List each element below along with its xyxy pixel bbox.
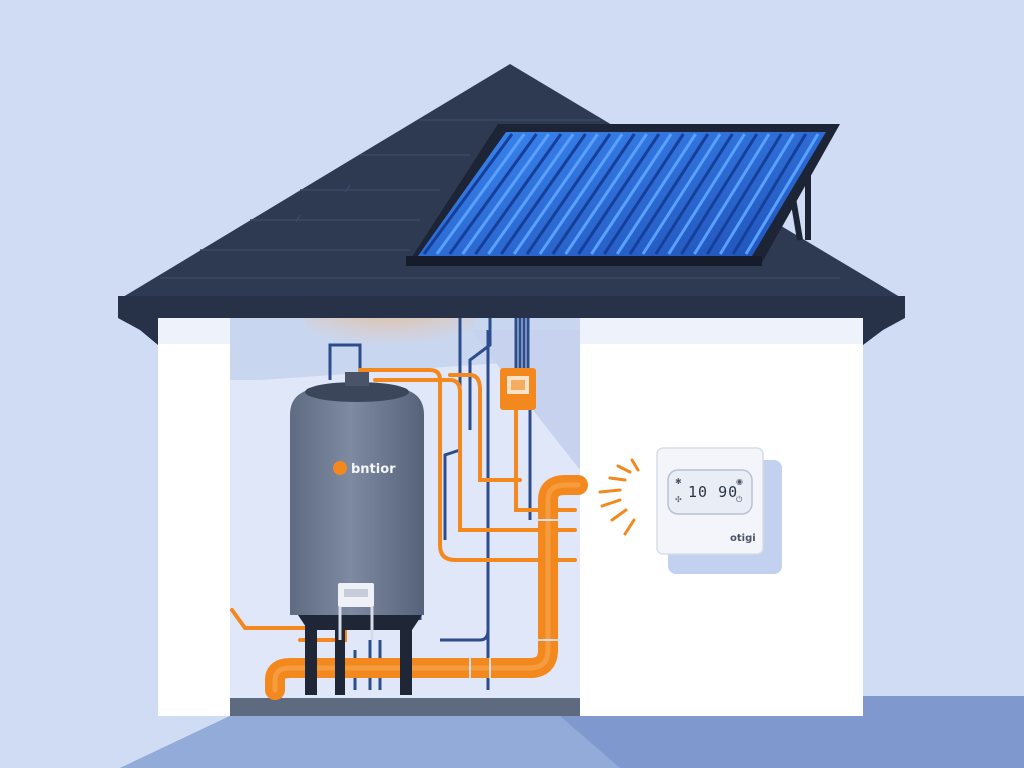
fan-icon: ✣: [675, 495, 682, 504]
thermostat-brand-label: otigi: [730, 533, 756, 544]
tank-leg-mid: [335, 620, 345, 695]
tank-logo-icon: [333, 461, 347, 475]
solar-tube: [487, 133, 575, 255]
thermostat: ✱ ◉ ✣ ⏻ 10 90 otigi: [656, 447, 782, 574]
solar-tube: [603, 133, 685, 255]
solar-tube: [474, 133, 563, 255]
solar-tube: [435, 133, 526, 255]
snowflake-icon: ✱: [675, 477, 682, 486]
tank-leg-right: [400, 615, 412, 695]
thermostat-screen: [667, 469, 753, 515]
water-tank: bntior: [290, 372, 424, 695]
ground-shadow-light: [120, 716, 620, 768]
solar-tube: [422, 133, 514, 255]
tank-brand-label: bntior: [351, 462, 396, 477]
wireless-signal-icon: [598, 458, 640, 536]
controller-box: [500, 368, 536, 410]
solar-tube: [512, 133, 599, 255]
power-icon: ⏻: [736, 495, 743, 504]
roof-eave: [118, 296, 905, 318]
solar-tube: [461, 133, 550, 255]
solar-collector: [406, 124, 840, 266]
thermostat-display: 10 90: [688, 483, 738, 501]
solar-tube: [706, 133, 783, 255]
solar-tubes: [422, 133, 820, 255]
solar-tube: [744, 133, 820, 255]
solar-tube: [693, 133, 771, 255]
house-wall-left: [158, 318, 230, 716]
solar-tube: [590, 133, 673, 255]
solar-tube: [564, 133, 648, 255]
solar-tube: [615, 133, 697, 255]
solar-tube: [641, 133, 722, 255]
solar-tube: [718, 133, 795, 255]
solar-tube: [577, 133, 661, 255]
main-hot-pipe: [265, 475, 588, 700]
roof-eave-right: [863, 318, 905, 345]
roof-eave-left: [118, 318, 158, 345]
flame-icon: ◉: [736, 477, 743, 486]
solar-tube: [667, 133, 746, 255]
solar-tube: [551, 133, 636, 255]
roof-shingles: [160, 119, 840, 279]
solar-tube: [448, 133, 538, 255]
solar-tube: [654, 133, 734, 255]
solar-tube: [525, 133, 612, 255]
tank-leg-left: [305, 615, 317, 695]
solar-tube: [731, 133, 808, 255]
solar-tube: [500, 133, 587, 255]
solar-tube: [680, 133, 759, 255]
interior-floor: [230, 698, 580, 716]
solar-tube: [628, 133, 710, 255]
solar-tube: [538, 133, 624, 255]
